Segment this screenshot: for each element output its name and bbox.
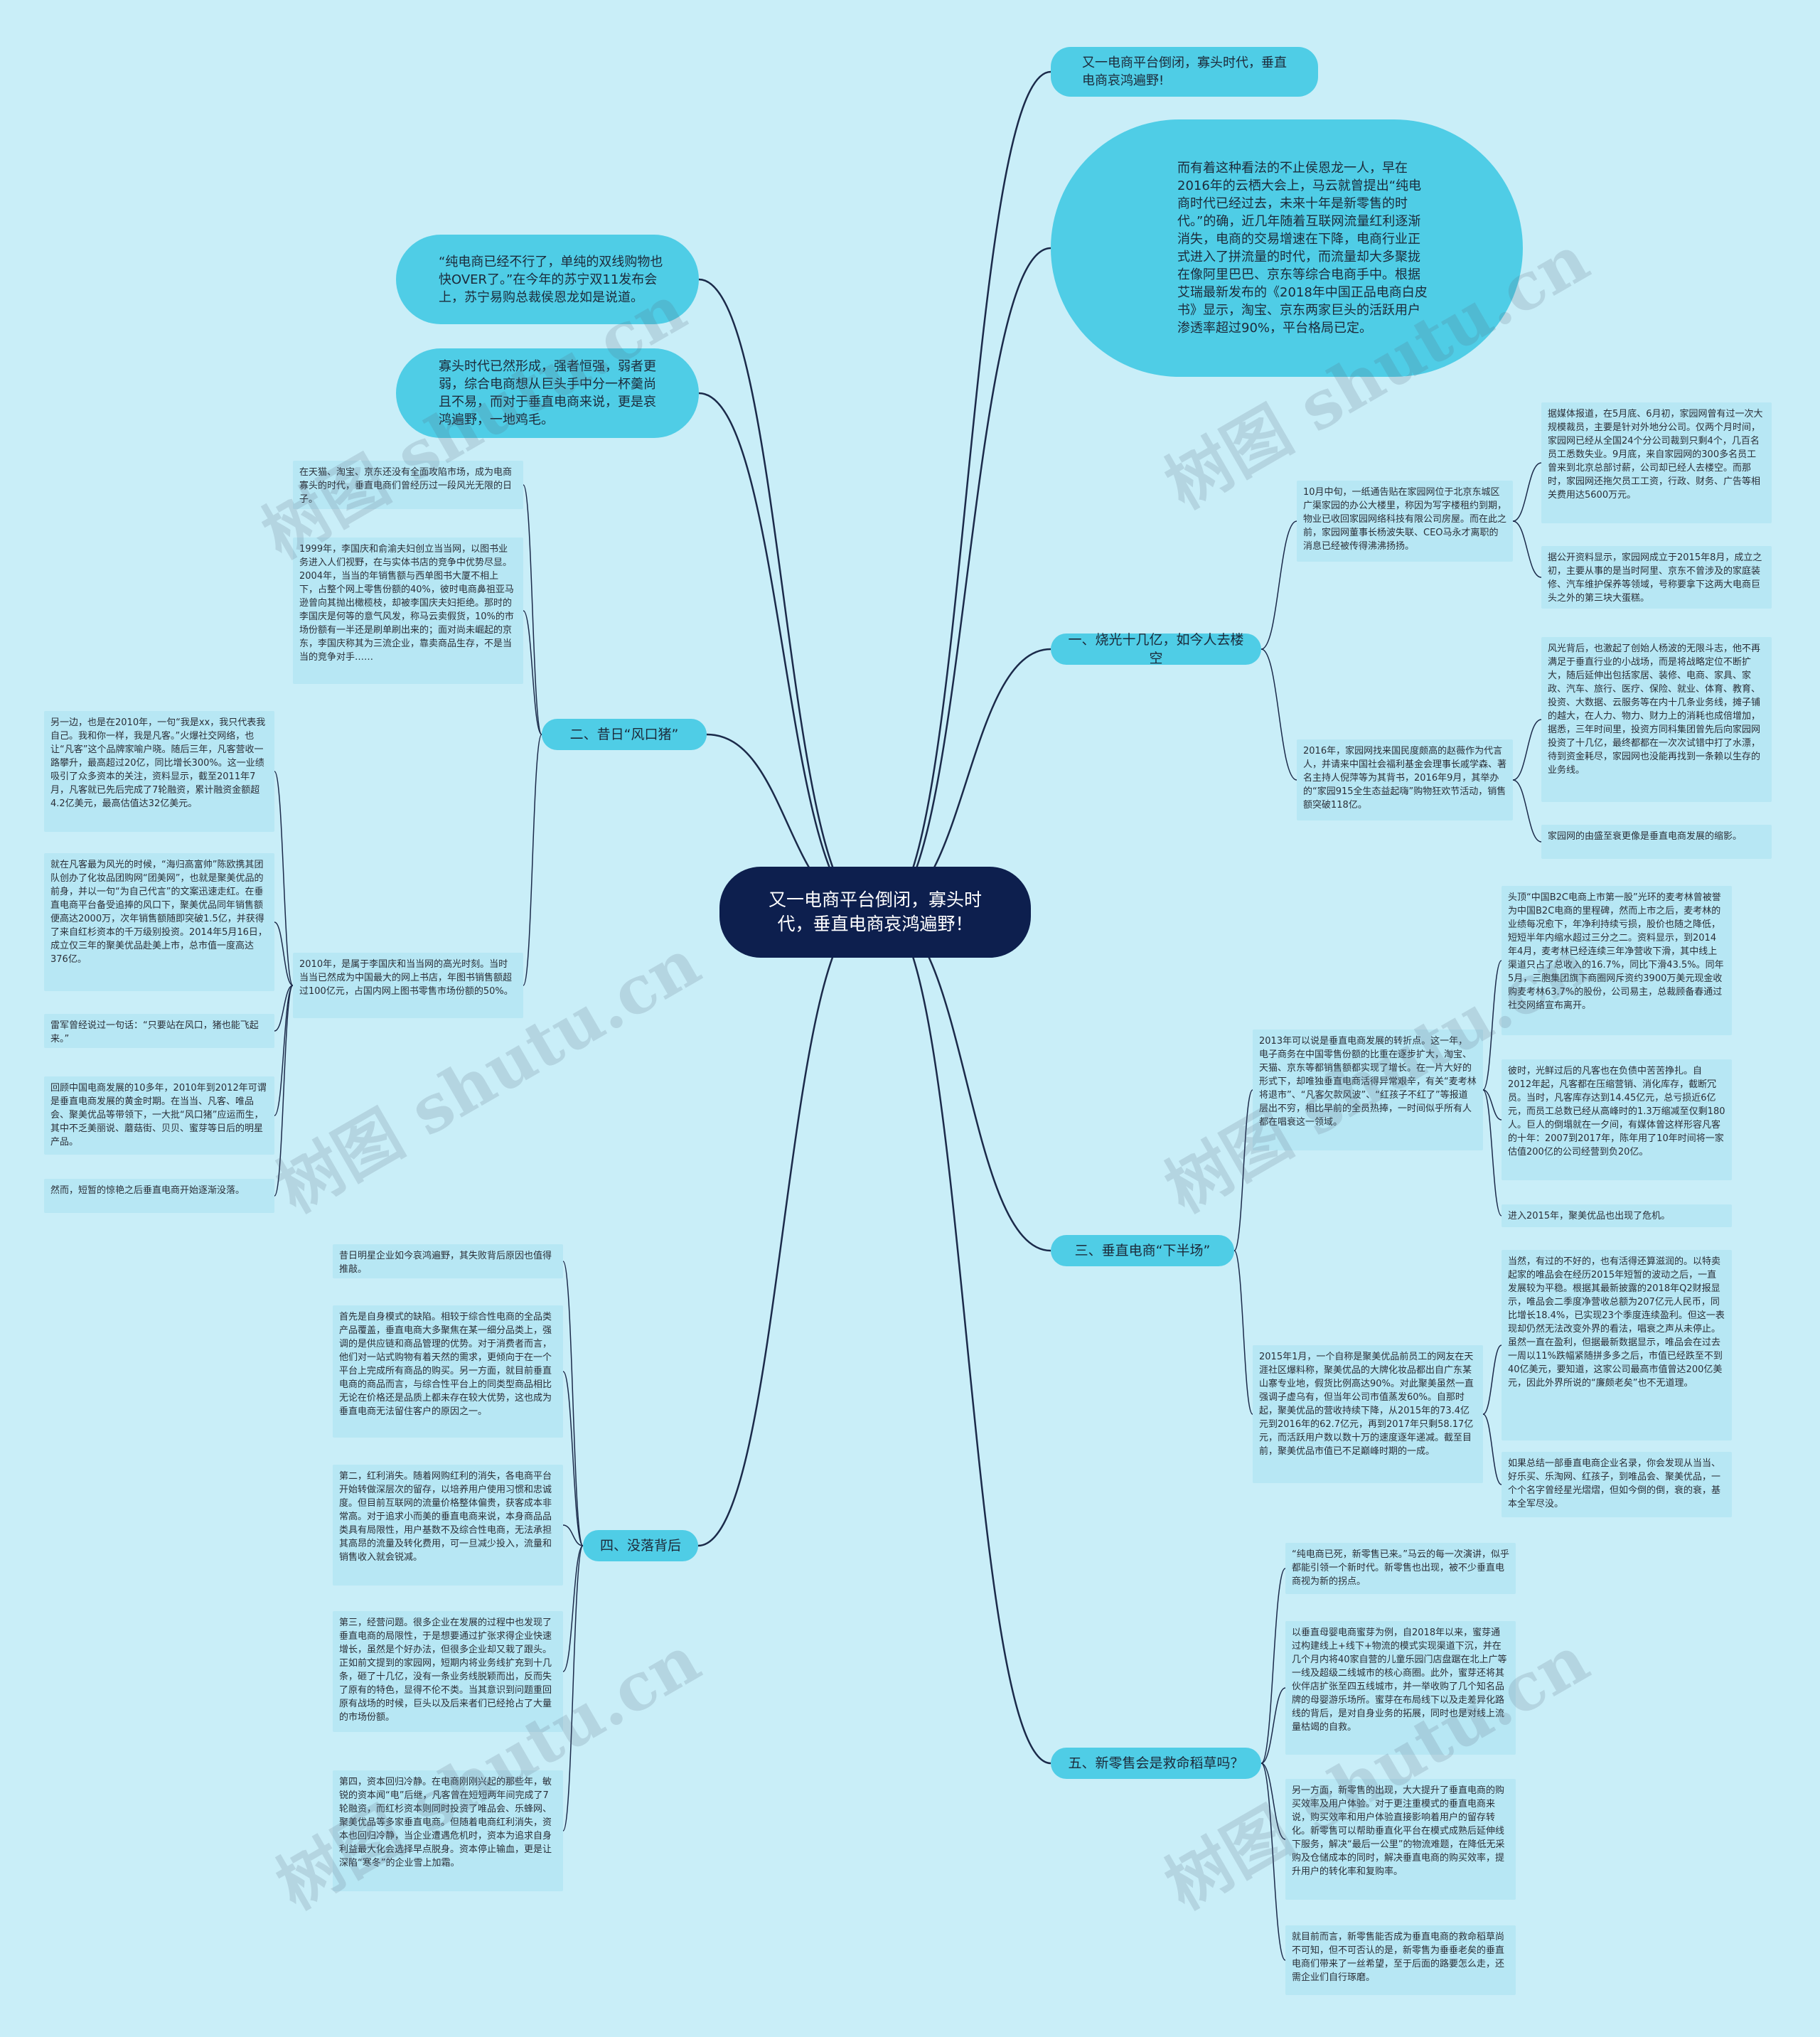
- leaf-text: 当然，有过的不好的，也有活得还算滋润的。以特卖起家的唯品会在经历2015年短暂的…: [1502, 1250, 1732, 1440]
- leaf-text: 昔日明星企业如今哀鸿遍野，其失败背后原因也值得推敲。: [333, 1244, 563, 1278]
- leaf-text: 雷军曾经说过一句话：“只要站在风口，猪也能飞起来。”: [44, 1014, 274, 1048]
- connector-line: [274, 985, 294, 1032]
- connector-line: [1482, 1344, 1502, 1415]
- leaf-text: 10月中旬，一纸通告贴在家园网位于北京东城区广渠家园的办公大楼里，称因为写字楼租…: [1297, 481, 1513, 562]
- connector-line: [1260, 520, 1297, 650]
- connector-line: [697, 911, 869, 1547]
- leaf-text: 回顾中国电商发展的10多年，2010年到2012年可谓是垂直电商发展的黄金时期。…: [44, 1076, 274, 1155]
- leaf-text: 在天猫、淘宝、京东还没有全面攻陷市场，成为电商寡头的时代，垂直电商们曾经历过一段…: [293, 461, 523, 509]
- leaf-text: 另一方面，新零售的出现，大大提升了垂直电商的购买效率及用户体验。对于更注重模式的…: [1285, 1779, 1516, 1900]
- leaf-text: 如果总结一部垂直电商企业名录，你会发现从当当、好乐买、乐淘网、红孩子，到唯品会、…: [1502, 1452, 1732, 1517]
- leaf-text: 家园网的由盛至衰更像是垂直电商发展的缩影。: [1541, 825, 1772, 859]
- connector-line: [1260, 648, 1297, 781]
- connector-line: [523, 734, 542, 986]
- connector-line: [1260, 1763, 1286, 1840]
- connector-line: [562, 1371, 584, 1546]
- leaf-text: 然而，短暂的惊艳之后垂直电商开始逐渐没落。: [44, 1179, 274, 1213]
- connector-line: [274, 985, 294, 1197]
- leaf-text: 就在凡客最为风光的时候，“海归高富帅”陈欧携其团队创办了化妆品团购网“团美网”，…: [44, 853, 274, 991]
- leaf-text: 2015年1月，一个自称是聚美优品前员工的网友在天涯社区爆料称，聚美优品的大牌化…: [1253, 1345, 1483, 1483]
- leaf-text: 2013年可以说是垂直电商发展的转折点。这一年，电子商务在中国零售份额的比重在逐…: [1253, 1030, 1483, 1150]
- leaf-text: 进入2015年，聚美优品也出现了危机。: [1502, 1204, 1732, 1227]
- connector-line: [562, 1545, 584, 1672]
- connector-line: [523, 484, 542, 735]
- connector-line: [1512, 520, 1542, 578]
- connector-line: [1233, 1250, 1253, 1415]
- leaf-text: 头顶“中国B2C电商上市第一股”光环的麦考林曾被誉为中国B2C电商的里程碑，然而…: [1502, 886, 1732, 1035]
- connector-line: [882, 911, 1051, 1765]
- connector-line: [698, 392, 869, 914]
- connector-line: [1260, 1763, 1286, 1961]
- connector-line: [274, 921, 294, 986]
- connector-line: [882, 911, 1051, 1252]
- root-topic-label: 又一电商平台倒闭，寡头时代，垂直电商哀鸿遍野！: [768, 889, 982, 934]
- connector-line: [1260, 1687, 1286, 1764]
- leaf-text: 据媒体报道，在5月底、6月初，家园网曾有过一次大规模裁员，主要是针对外地分公司。…: [1541, 402, 1772, 523]
- connector-line: [882, 70, 1051, 914]
- connector-line: [1482, 1089, 1502, 1217]
- connector-line: [562, 1261, 584, 1546]
- branch-4-decline-reasons[interactable]: 四、没落背后: [583, 1530, 698, 1561]
- leaf-text: 就目前而言，新零售能否成为垂直电商的救命稻草尚不可知，但不可否认的是，新零售为垂…: [1285, 1925, 1516, 1995]
- root-topic[interactable]: 又一电商平台倒闭，寡头时代，垂直电商哀鸿遍野！: [719, 867, 1031, 958]
- connector-line: [523, 610, 542, 735]
- leaf-text: 彼时，光鲜过后的凡客也在负债中苦苦挣扎。自2012年起，凡客都在压缩营销、消化库…: [1502, 1059, 1732, 1180]
- leaf-text: 风光背后，也激起了创始人杨波的无限斗志，他不再满足于垂直行业的小战场，而是将战略…: [1541, 637, 1772, 802]
- connector-line: [274, 985, 294, 1116]
- leaf-text: 2010年，是属于李国庆和当当网的高光时刻。当时当当已然成为中国最大的网上书店，…: [293, 953, 523, 1018]
- bubble-oligopoly[interactable]: 寡头时代已然形成，强者恒强，弱者更弱，综合电商想从巨头手中分一杯羹尚且不易，而对…: [396, 348, 699, 438]
- leaf-text: 第二，红利消失。随着网购红利的消失，各电商平台开始转做深层次的留存，以培养用户使…: [333, 1465, 563, 1586]
- connector-line: [562, 1524, 584, 1546]
- branch-3-second-half[interactable]: 三、垂直电商“下半场”: [1051, 1235, 1234, 1266]
- leaf-text: 另一边，也是在2010年，一句“我是xx，我只代表我自己。我和你一样，我是凡客。…: [44, 711, 274, 832]
- connector-line: [1512, 462, 1542, 522]
- connector-line: [882, 247, 1051, 914]
- bubble-market-pattern[interactable]: 而有着这种看法的不止侯恩龙一人，早在2016年的云栖大会上，马云就曾提出“纯电商…: [1051, 119, 1523, 377]
- connector-line: [1512, 779, 1542, 843]
- leaf-text: 第四，资本回归冷静。在电商刚刚兴起的那些年，敏锐的资本闻“电”后继，凡客曾在短短…: [333, 1770, 563, 1891]
- leaf-text: 第三，经营问题。很多企业在发展的过程中也发现了垂直电商的局限性，于是想要通过扩张…: [333, 1611, 563, 1732]
- bubble-headline[interactable]: 又一电商平台倒闭，寡头时代，垂直电商哀鸿遍野!: [1051, 47, 1318, 97]
- leaf-text: 1999年，李国庆和俞渝夫妇创立当当网，以图书业务进入人们视野，在与实体书店的竞…: [293, 538, 523, 684]
- connector-line: [1512, 719, 1542, 781]
- branch-5-new-retail[interactable]: 五、新零售会是救命稻草吗？: [1051, 1748, 1261, 1779]
- leaf-text: 2016年，家园网找来国民度颇高的赵薇作为代言人，并请来中国社会福利基金会理事长…: [1297, 739, 1513, 820]
- leaf-text: “纯电商已死，新零售已来。”马云的每一次演讲，似乎都能引领一个新时代。新零售也出…: [1285, 1543, 1516, 1594]
- connector-line: [1482, 1413, 1502, 1485]
- connector-line: [274, 771, 294, 986]
- leaf-text: 首先是自身模式的缺陷。相较于综合性电商的全品类产品覆盖，垂直电商大多聚焦在某一细…: [333, 1305, 563, 1438]
- connector-line: [1233, 1089, 1253, 1251]
- branch-2-wind-pig[interactable]: 二、昔日“风口猪”: [542, 719, 707, 750]
- connector-line: [1260, 1568, 1286, 1764]
- connector-line: [562, 1545, 584, 1832]
- leaf-text: 据公开资料显示，家园网成立于2015年8月，成立之初，主要从事的是当时阿里、京东…: [1541, 546, 1772, 609]
- bubble-suning-quote[interactable]: “纯电商已经不行了，单纯的双线购物也快OVER了。”在今年的苏宁双11发布会上，…: [396, 235, 699, 324]
- connector-line: [1482, 960, 1502, 1091]
- leaf-text: 以垂直母婴电商蜜芽为例，自2018年以来，蜜芽通过构建线上+线下+物流的模式实现…: [1285, 1621, 1516, 1755]
- connector-line: [698, 278, 869, 914]
- branch-1-burned-billions[interactable]: 一、烧光十几亿，如今人去楼空: [1051, 632, 1261, 666]
- connector-line: [1482, 1089, 1502, 1121]
